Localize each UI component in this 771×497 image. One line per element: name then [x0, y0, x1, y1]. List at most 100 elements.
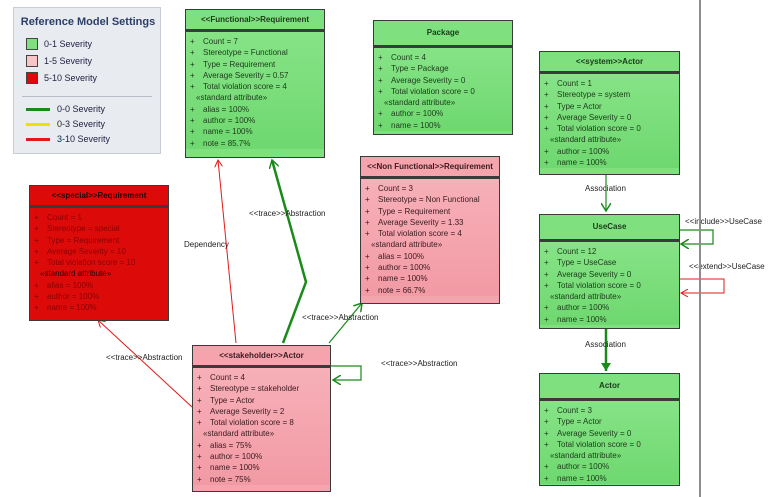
- legend-line-red: [26, 137, 50, 141]
- node-body: +Count = 3 +Stereotype = Non Functional …: [361, 179, 499, 296]
- node-stakeholder-actor[interactable]: <<stakeholder>>Actor +Count = 4 +Stereot…: [192, 345, 331, 492]
- node-usecase[interactable]: UseCase +Count = 12 +Type = UseCase +Ave…: [539, 214, 680, 329]
- node-row: +Total violation score = 8: [197, 418, 294, 428]
- legend-divider: [22, 96, 152, 97]
- node-attr: +alias = 75%: [197, 440, 252, 450]
- edge-label-association-system: Association: [585, 184, 626, 193]
- edge-label-association-actor: Association: [585, 340, 626, 349]
- node-title: <<stakeholder>>Actor: [193, 346, 330, 366]
- node-title: Package: [374, 21, 512, 46]
- node-row: +Type = Package: [378, 64, 449, 74]
- node-row: +Average Severity = 10: [34, 246, 126, 256]
- edge-label-extend: <<extend>>UseCase: [689, 262, 765, 271]
- node-section: «standard attribute»: [550, 451, 622, 461]
- trace-self-connector[interactable]: [331, 365, 362, 380]
- node-row: +Count = 1: [34, 213, 82, 222]
- node-section: «standard attribute»: [550, 292, 622, 302]
- edge-label-trace-self: <<trace>>Abstraction: [381, 359, 458, 368]
- edge-label-dependency: Dependency: [184, 240, 229, 249]
- node-row: +Type = Actor: [544, 101, 602, 111]
- node-title: <<system>>Actor: [540, 52, 679, 72]
- legend-label: 3-10 Severity: [57, 134, 111, 144]
- node-row: +Type = Requirement: [190, 59, 276, 69]
- legend-swatch-red: [26, 72, 38, 84]
- node-attr: +name = 100%: [544, 473, 607, 483]
- node-attr: +author = 100%: [365, 263, 431, 273]
- node-row: +Stereotype = stakeholder: [197, 384, 300, 394]
- node-row: +Count = 1: [544, 79, 592, 88]
- legend-item: 0-1 Severity: [26, 37, 92, 51]
- node-attr: +note = 75%: [197, 474, 251, 484]
- node-row: +Total violation score = 10: [34, 258, 136, 268]
- legend-item: 1-5 Severity: [26, 54, 92, 68]
- legend-swatch-pink: [26, 55, 38, 67]
- legend-line-item: 0-3 Severity: [26, 117, 105, 131]
- node-row: +Type = UseCase: [544, 258, 617, 268]
- node-attr: +alias = 100%: [34, 280, 94, 290]
- node-attr: +author = 100%: [378, 109, 444, 119]
- node-row: +Stereotype = Functional: [190, 48, 288, 58]
- node-row: +Total violation score = 0: [544, 124, 641, 134]
- node-row: +Count = 3: [365, 184, 413, 193]
- node-row: +Average Severity = 0: [544, 428, 632, 438]
- extend-connector[interactable]: [679, 278, 725, 293]
- edge-label-trace-special: <<trace>>Abstraction: [106, 353, 183, 362]
- node-title: Actor: [540, 374, 679, 399]
- node-section: «standard attribute»: [371, 240, 443, 250]
- node-row: +Total violation score = 0: [544, 280, 641, 290]
- node-section: «standard attribute»: [384, 98, 456, 108]
- node-title: UseCase: [540, 215, 679, 240]
- trace-nonfunctional-connector[interactable]: [328, 303, 362, 344]
- node-attr: +name = 100%: [197, 463, 260, 473]
- node-attr: +author = 100%: [190, 116, 256, 126]
- node-section: «standard attribute»: [196, 93, 268, 103]
- node-attr: +author = 100%: [34, 292, 100, 302]
- node-row: +Average Severity = 0.57: [190, 70, 289, 80]
- node-body: +Count = 3 +Type = Actor +Average Severi…: [540, 401, 679, 485]
- node-attr: +name = 100%: [378, 120, 441, 130]
- node-row: +Type = Actor: [197, 395, 255, 405]
- node-section: «standard attribute»: [203, 429, 275, 439]
- node-row: +Average Severity = 0: [544, 112, 632, 122]
- node-row: +Average Severity = 0: [544, 269, 632, 279]
- node-attr: +name = 100%: [190, 127, 253, 137]
- node-row: +Average Severity = 2: [197, 406, 285, 416]
- page-boundary-line: [699, 0, 701, 497]
- node-section: «standard attribute»: [550, 135, 622, 145]
- node-row: +Count = 4: [378, 53, 426, 62]
- trace-functional-connector[interactable]: [272, 160, 308, 344]
- edge-label-trace-functional: <<trace>>Abstraction: [249, 209, 326, 218]
- legend-item: 5-10 Severity: [26, 71, 97, 85]
- node-package[interactable]: Package +Count = 4 +Type = Package +Aver…: [373, 20, 513, 135]
- node-body: +Count = 12 +Type = UseCase +Average Sev…: [540, 242, 679, 326]
- node-attr: +note = 85.7%: [190, 138, 251, 148]
- node-attr: +alias = 100%: [365, 251, 425, 261]
- node-nonfunctional-requirement[interactable]: <<Non Functional>>Requirement +Count = 3…: [360, 156, 500, 304]
- node-system-actor[interactable]: <<system>>Actor +Count = 1 +Stereotype =…: [539, 51, 680, 175]
- legend-line-green: [26, 107, 50, 111]
- node-body: +Count = 7 +Stereotype = Functional +Typ…: [186, 32, 324, 149]
- node-special-requirement[interactable]: <<special>>Requirement +Count = 1 +Stere…: [29, 185, 169, 321]
- node-row: +Average Severity = 1.33: [365, 217, 464, 227]
- node-section: «standard attribute»: [40, 269, 112, 279]
- legend-panel: Reference Model Settings 0-1 Severity 1-…: [13, 7, 161, 154]
- node-row: +Count = 4: [197, 373, 245, 382]
- legend-label: 1-5 Severity: [44, 56, 93, 66]
- trace-special-connector[interactable]: [98, 320, 193, 408]
- node-attr: +author = 100%: [544, 146, 610, 156]
- dependency-connector[interactable]: [218, 160, 237, 344]
- legend-line-item: 3-10 Severity: [26, 132, 110, 146]
- node-actor[interactable]: Actor +Count = 3 +Type = Actor +Average …: [539, 373, 680, 486]
- include-connector[interactable]: [679, 229, 714, 244]
- legend-label: 0-0 Severity: [57, 104, 106, 114]
- edge-label-include: <<include>>UseCase: [685, 217, 762, 226]
- node-functional-requirement[interactable]: <<Functional>>Requirement +Count = 7 +St…: [185, 9, 325, 158]
- node-title: <<special>>Requirement: [30, 186, 168, 206]
- node-row: +Count = 7: [190, 37, 238, 46]
- node-attr: +alias = 100%: [190, 104, 250, 114]
- node-attr: +author = 100%: [197, 452, 263, 462]
- legend-title: Reference Model Settings: [20, 16, 156, 28]
- node-row: +Count = 12: [544, 247, 597, 256]
- node-row: +Total violation score = 4: [365, 229, 462, 239]
